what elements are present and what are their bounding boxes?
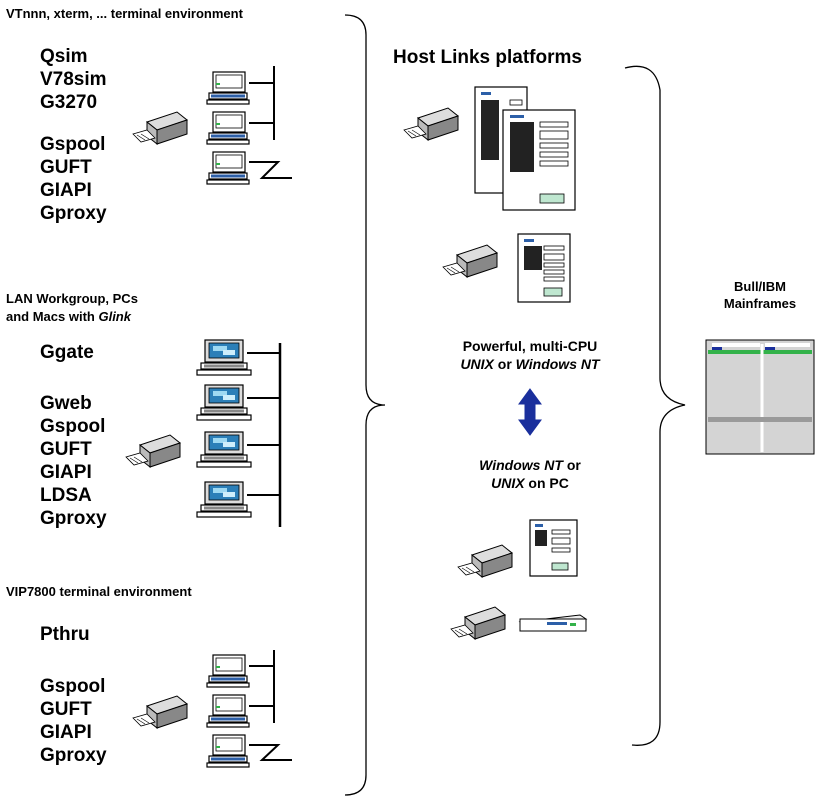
- vip-terminal-1: [206, 654, 250, 688]
- mainframes-label: Bull/IBM Mainframes: [723, 279, 797, 311]
- lan-pc-2: [196, 384, 252, 421]
- pc-printer-1: [457, 544, 513, 578]
- double-arrow-icon: [518, 388, 542, 436]
- vt-app-list-b: Gspool GUFT GIAPI Gproxy: [40, 133, 107, 225]
- app-label: GUFT: [40, 699, 92, 720]
- vip-modem-line: [249, 744, 292, 761]
- app-label: Pthru: [40, 624, 90, 645]
- pc-printer-2: [450, 606, 506, 640]
- platforms-title: Host Links platforms: [393, 47, 582, 68]
- app-label: GIAPI: [40, 462, 92, 483]
- app-label: LDSA: [40, 485, 92, 506]
- vip-printer: [132, 695, 188, 729]
- right-brace: [624, 65, 686, 746]
- lan-pc-3: [196, 431, 252, 468]
- app-label: Ggate: [40, 342, 94, 363]
- app-label: GUFT: [40, 157, 92, 178]
- lan-group-header: LAN Workgroup, PCs and Macs with Glink: [6, 291, 138, 324]
- vt-printer: [132, 111, 188, 145]
- left-brace: [344, 14, 386, 796]
- lan-printer: [125, 434, 181, 468]
- app-label: Gproxy: [40, 745, 107, 766]
- vt-app-list-a: Qsim V78sim G3270: [40, 45, 107, 114]
- vt-terminal-3: [206, 151, 250, 185]
- server-tower-front: [502, 109, 576, 211]
- platform-printer-2: [442, 244, 498, 278]
- app-label: Gspool: [40, 676, 106, 697]
- platform-printer-1: [403, 107, 459, 141]
- pc-tower: [529, 519, 578, 577]
- vt-terminal-1: [206, 71, 250, 105]
- app-label: GIAPI: [40, 180, 92, 201]
- app-label: Qsim: [40, 46, 88, 67]
- app-label: G3270: [40, 92, 98, 113]
- vip-terminal-2: [206, 694, 250, 728]
- app-label: Gproxy: [40, 203, 107, 224]
- vt-terminal-2: [206, 111, 250, 145]
- desktop-pc-unit: [518, 614, 588, 632]
- lan-app-list-a: Ggate: [40, 341, 94, 364]
- lan-app-list-b: Gweb Gspool GUFT GIAPI LDSA Gproxy: [40, 392, 107, 530]
- app-label: Gspool: [40, 134, 106, 155]
- app-label: GIAPI: [40, 722, 92, 743]
- vip-group-header: VIP7800 terminal environment: [6, 584, 192, 599]
- app-label: Gweb: [40, 393, 92, 414]
- pc-platform-label: Windows NT or UNIX on PC: [479, 457, 581, 491]
- vip-app-list-b: Gspool GUFT GIAPI Gproxy: [40, 675, 107, 767]
- app-label: GUFT: [40, 439, 92, 460]
- lan-pc-1: [196, 339, 252, 376]
- mainframe-cabinet: [705, 339, 815, 455]
- lan-pc-4: [196, 481, 252, 518]
- server-platform-label: Powerful, multi-CPU UNIX or Windows NT: [460, 338, 600, 372]
- vt-modem-line: [249, 161, 292, 179]
- vip-terminal-3: [206, 734, 250, 768]
- vip-app-list-a: Pthru: [40, 623, 90, 646]
- app-label: Gproxy: [40, 508, 107, 529]
- app-label: Gspool: [40, 416, 106, 437]
- server-tower-small: [517, 233, 571, 303]
- vt-group-header: VTnnn, xterm, ... terminal environment: [6, 6, 243, 21]
- app-label: V78sim: [40, 69, 107, 90]
